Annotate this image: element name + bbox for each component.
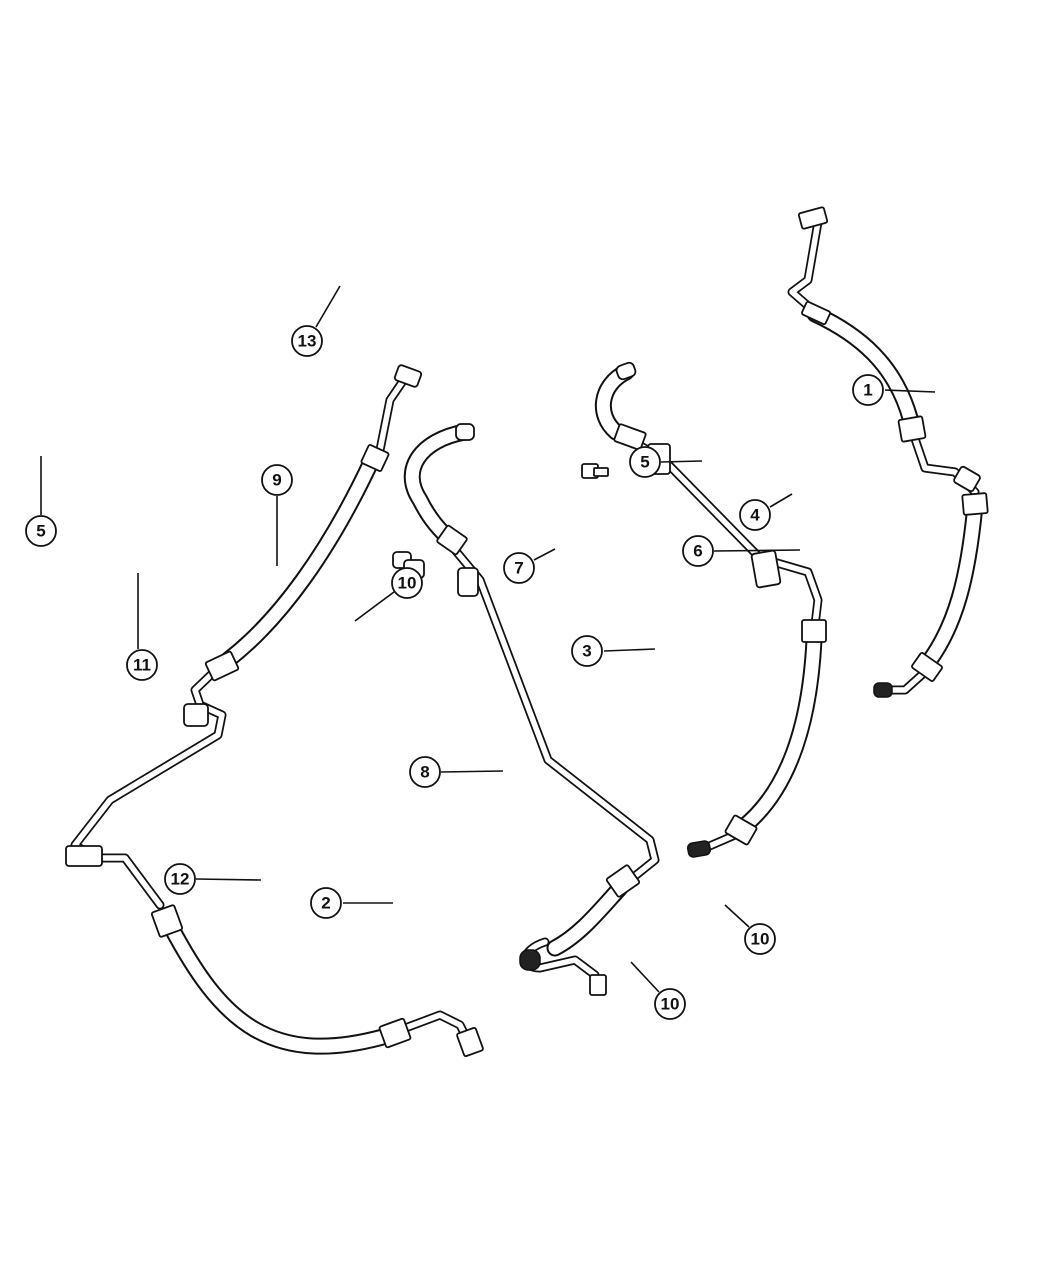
callout-5-left: 5 (25, 456, 57, 547)
svg-text:2: 2 (321, 894, 330, 913)
svg-text:1: 1 (863, 381, 872, 400)
svg-text:12: 12 (171, 870, 190, 889)
callout-11: 11 (126, 573, 158, 681)
svg-text:10: 10 (398, 574, 417, 593)
svg-text:8: 8 (420, 763, 429, 782)
svg-text:9: 9 (272, 471, 281, 490)
callout-12: 12 (164, 863, 262, 895)
bolt-fastener (581, 463, 609, 479)
svg-text:5: 5 (640, 453, 649, 472)
callout-10-bottom-middle: 10 (630, 961, 686, 1020)
callout-1: 1 (852, 374, 936, 406)
callout-8: 8 (409, 756, 504, 788)
hose-assembly-7-8 (403, 423, 660, 996)
callout-10-bottom-right: 10 (724, 904, 776, 955)
svg-text:11: 11 (133, 656, 151, 675)
svg-text:10: 10 (661, 995, 680, 1014)
callout-13: 13 (291, 285, 341, 357)
callout-6: 6 (682, 535, 801, 567)
svg-text:10: 10 (751, 930, 770, 949)
callout-4: 4 (739, 493, 793, 531)
svg-text:13: 13 (298, 332, 317, 351)
callout-7: 7 (503, 548, 556, 584)
svg-text:7: 7 (514, 559, 523, 578)
hose-assembly-1 (787, 206, 989, 698)
hose-assembly-9-12 (65, 364, 484, 1058)
svg-text:5: 5 (36, 522, 45, 541)
callout-5-right: 5 (629, 446, 703, 478)
svg-text:3: 3 (582, 642, 591, 661)
svg-text:4: 4 (750, 506, 760, 525)
callout-2: 2 (310, 887, 393, 919)
callout-9: 9 (261, 464, 293, 566)
svg-text:6: 6 (693, 542, 702, 561)
callout-3: 3 (571, 635, 656, 667)
hose-assembly-3 (594, 361, 827, 858)
callout-10-center: 10 (354, 567, 423, 622)
